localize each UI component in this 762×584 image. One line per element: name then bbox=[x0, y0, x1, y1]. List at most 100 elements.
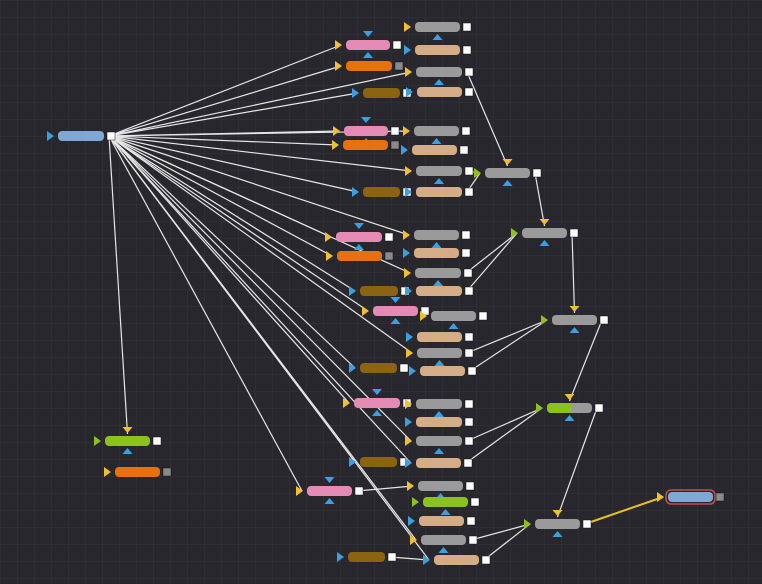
mask-input-icon[interactable] bbox=[539, 240, 550, 246]
node-t1[interactable] bbox=[404, 45, 472, 55]
connection-line[interactable] bbox=[389, 556, 430, 561]
mask-input-icon[interactable] bbox=[564, 415, 575, 421]
output-square-icon[interactable] bbox=[464, 348, 474, 358]
connection-line[interactable] bbox=[108, 135, 350, 404]
input-triangle-icon[interactable] bbox=[349, 363, 356, 373]
input-triangle-icon[interactable] bbox=[104, 467, 111, 477]
background-input-icon[interactable] bbox=[502, 159, 513, 165]
mask-input-icon[interactable] bbox=[431, 242, 442, 248]
mask-input-icon[interactable] bbox=[434, 178, 444, 184]
mask-input-icon[interactable] bbox=[432, 34, 443, 40]
output-square-icon[interactable] bbox=[162, 467, 172, 477]
input-triangle-icon[interactable] bbox=[94, 436, 101, 446]
input-triangle-icon[interactable] bbox=[405, 399, 412, 409]
node-p1[interactable] bbox=[335, 31, 402, 58]
connection-line[interactable] bbox=[466, 232, 518, 292]
output-square-icon[interactable] bbox=[459, 145, 469, 155]
node-body[interactable] bbox=[415, 268, 461, 278]
connection-line[interactable] bbox=[534, 172, 546, 227]
node-body[interactable] bbox=[360, 286, 398, 296]
node-body[interactable] bbox=[348, 552, 385, 562]
node-b2[interactable] bbox=[352, 187, 412, 197]
input-triangle-icon[interactable] bbox=[333, 126, 340, 136]
connection-line[interactable] bbox=[108, 135, 333, 257]
node-g4[interactable] bbox=[405, 166, 474, 184]
output-square-icon[interactable] bbox=[394, 61, 404, 71]
connection-line[interactable] bbox=[108, 135, 411, 274]
node-g3[interactable] bbox=[403, 126, 471, 144]
node-g5[interactable] bbox=[403, 230, 471, 248]
node-body[interactable] bbox=[105, 436, 150, 446]
mask-input-icon[interactable] bbox=[390, 318, 401, 324]
node-t5[interactable] bbox=[403, 248, 471, 258]
input-triangle-icon[interactable] bbox=[325, 232, 332, 242]
output-square-icon[interactable] bbox=[463, 268, 473, 278]
mask-input-icon[interactable] bbox=[433, 280, 443, 286]
connection-line[interactable] bbox=[108, 135, 356, 369]
input-triangle-icon[interactable] bbox=[404, 268, 411, 278]
input-triangle-icon[interactable] bbox=[405, 166, 412, 176]
input-triangle-icon[interactable] bbox=[326, 251, 333, 261]
node-t4[interactable] bbox=[405, 187, 474, 197]
input-triangle-icon[interactable] bbox=[511, 228, 518, 238]
node-body[interactable] bbox=[415, 22, 460, 32]
node-body[interactable] bbox=[307, 486, 352, 496]
node-lg[interactable] bbox=[94, 427, 162, 454]
output-square-icon[interactable] bbox=[464, 67, 474, 77]
connection-line[interactable] bbox=[483, 523, 531, 561]
output-square-icon[interactable] bbox=[392, 40, 402, 50]
background-input-icon[interactable] bbox=[390, 297, 401, 303]
node-p4[interactable] bbox=[362, 297, 430, 324]
node-body[interactable] bbox=[416, 458, 461, 468]
node-body[interactable] bbox=[416, 436, 462, 446]
node-body[interactable] bbox=[535, 519, 580, 529]
mask-input-icon[interactable] bbox=[552, 531, 563, 537]
node-body[interactable] bbox=[423, 497, 468, 507]
input-triangle-icon[interactable] bbox=[406, 348, 413, 358]
connection-line[interactable] bbox=[466, 319, 548, 354]
node-t12[interactable] bbox=[423, 555, 491, 565]
input-triangle-icon[interactable] bbox=[423, 555, 430, 565]
node-t8[interactable] bbox=[409, 366, 477, 376]
node-g12[interactable] bbox=[410, 535, 478, 553]
output-square-icon[interactable] bbox=[464, 87, 474, 97]
connection-line[interactable] bbox=[108, 135, 412, 172]
background-input-icon[interactable] bbox=[361, 117, 371, 123]
node-body[interactable] bbox=[58, 131, 104, 141]
input-triangle-icon[interactable] bbox=[403, 230, 410, 240]
connection-line[interactable] bbox=[108, 135, 303, 492]
output-square-icon[interactable] bbox=[470, 497, 480, 507]
input-triangle-icon[interactable] bbox=[335, 40, 342, 50]
node-o2[interactable] bbox=[332, 140, 400, 150]
input-triangle-icon[interactable] bbox=[541, 315, 548, 325]
mask-input-icon[interactable] bbox=[448, 323, 459, 329]
input-triangle-icon[interactable] bbox=[405, 436, 412, 446]
node-t3[interactable] bbox=[401, 145, 469, 155]
output-square-icon[interactable] bbox=[465, 481, 475, 491]
node-body[interactable] bbox=[344, 126, 388, 136]
output-square-icon[interactable] bbox=[354, 486, 364, 496]
connection-line[interactable] bbox=[108, 65, 342, 137]
input-triangle-icon[interactable] bbox=[524, 519, 531, 529]
output-square-icon[interactable] bbox=[464, 286, 474, 296]
input-triangle-icon[interactable] bbox=[335, 61, 342, 71]
node-t2[interactable] bbox=[406, 87, 474, 97]
background-input-icon[interactable] bbox=[539, 219, 550, 225]
connection-line[interactable] bbox=[465, 407, 543, 464]
input-triangle-icon[interactable] bbox=[332, 140, 339, 150]
connection-line[interactable] bbox=[108, 71, 412, 137]
node-m5[interactable] bbox=[524, 510, 592, 537]
input-triangle-icon[interactable] bbox=[405, 458, 412, 468]
input-triangle-icon[interactable] bbox=[362, 306, 369, 316]
output-square-icon[interactable] bbox=[399, 363, 409, 373]
input-triangle-icon[interactable] bbox=[406, 87, 413, 97]
output-square-icon[interactable] bbox=[464, 332, 474, 342]
input-triangle-icon[interactable] bbox=[405, 417, 412, 427]
node-g1[interactable] bbox=[404, 22, 472, 40]
input-triangle-icon[interactable] bbox=[410, 535, 417, 545]
output-square-icon[interactable] bbox=[464, 436, 474, 446]
connection-line[interactable] bbox=[470, 523, 531, 541]
node-body[interactable] bbox=[485, 168, 530, 178]
node-lo[interactable] bbox=[104, 467, 172, 477]
